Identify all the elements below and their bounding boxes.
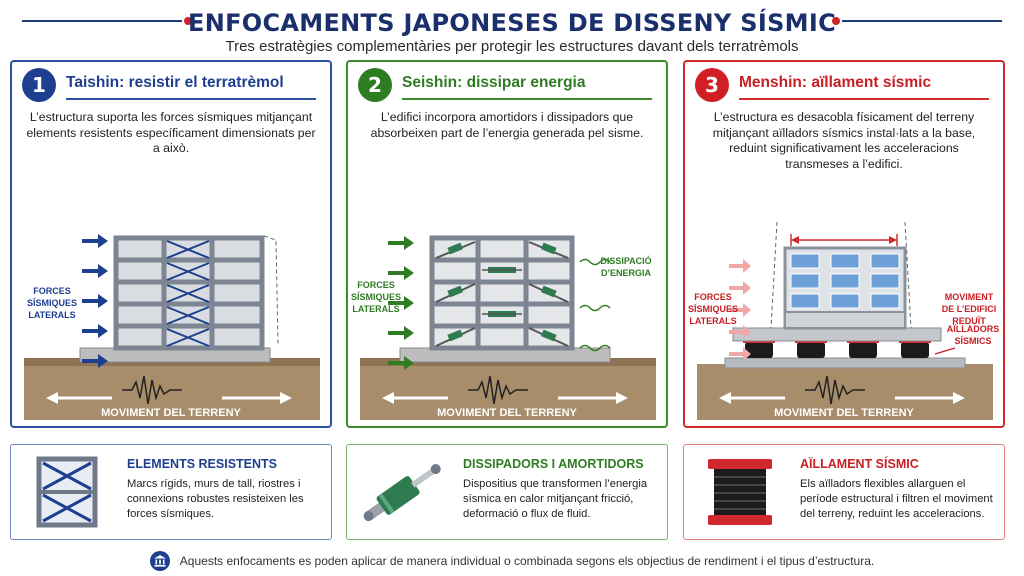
panel-taishin: 1 Taishin: resistir el terratrèmol L’est… — [10, 60, 332, 428]
isolator-bearing-icon — [708, 459, 772, 525]
page-subtitle: Tres estratègies complementàries per pro… — [225, 38, 799, 55]
isolation-base-slab — [732, 327, 942, 342]
forces-label-line-1: FORCES — [694, 292, 732, 302]
arrow-right-icon — [953, 392, 965, 404]
rigid-building-illustration: FORCES SÍSMIQUES LATERALS MOVIMENT DEL T… — [24, 234, 320, 420]
seismic-wave-icon — [122, 375, 182, 405]
forces-label-line-3: LATERALS — [689, 316, 736, 326]
panel-title: Taishin: resistir el terratrèmol — [66, 74, 284, 91]
forces-label-line-3: LATERALS — [28, 310, 75, 320]
panel-description: L’estructura suporta les forces sísmique… — [26, 110, 316, 155]
footer-note: Aquests enfocaments es poden aplicar de … — [179, 554, 875, 568]
force-arrows — [82, 234, 108, 368]
arrow-right-icon — [616, 392, 628, 404]
isolator-bearings — [743, 340, 931, 358]
dissipation-label-line-1: DISSIPACIÓ — [600, 255, 651, 266]
card-title: AÏLLAMENT SÍSMIC — [800, 457, 919, 471]
title-rule-right — [842, 20, 1002, 22]
forces-label-line-1: FORCES — [33, 286, 71, 296]
ground-soil — [24, 358, 320, 420]
isolators-pointer — [934, 347, 956, 355]
panel-description: L’estructura es desacobla físicament del… — [712, 110, 976, 171]
forces-label-line-1: FORCES — [357, 280, 395, 290]
damper-icon — [363, 464, 441, 522]
panel-number-badge: 3 — [695, 68, 729, 102]
panel-title-rule — [402, 98, 652, 100]
ground-movement-label: MOVIMENT DEL TERRENY — [437, 407, 577, 419]
card-title: DISSIPADORS I AMORTIDORS — [463, 457, 644, 471]
arrow-right-icon — [280, 392, 292, 404]
panel-title-rule — [739, 98, 989, 100]
cross-bracing — [166, 240, 210, 347]
panel-number-badge: 2 — [358, 68, 392, 102]
ground-movement-label: MOVIMENT DEL TERRENY — [101, 407, 241, 419]
panel-description: L’edifici incorpora amortidors i dissipa… — [370, 110, 644, 140]
damper-devices — [435, 241, 569, 347]
isolated-building — [783, 246, 907, 330]
title-dot-right — [832, 17, 840, 25]
isolators-label-line-1: AÏLLADORS — [947, 324, 1000, 334]
panel-menshin: 3 Menshin: aïllament sísmic L’estructura… — [683, 60, 1005, 428]
arrow-right-icon — [889, 236, 897, 244]
card-dampers: DISSIPADORS I AMORTIDORS Dispositius que… — [346, 444, 668, 540]
panel-title-rule — [66, 98, 316, 100]
panel-number-badge: 1 — [22, 68, 56, 102]
sway-outline — [263, 235, 279, 345]
forces-label-line-3: LATERALS — [352, 304, 399, 314]
isolated-building-illustration: FORCES SÍSMIQUES LATERALS MOVIMENT DE L’… — [688, 221, 1000, 420]
forces-label-line-2: SÍSMIQUES — [351, 292, 401, 302]
panel-seishin: 2 Seishin: dissipar energia L’edifici in… — [346, 60, 668, 428]
arrow-left-icon — [719, 392, 731, 404]
ground-movement-label: MOVIMENT DEL TERRENY — [774, 407, 914, 419]
page-title: ENFOCAMENTS JAPONESES DE DISSENY SÍSMIC — [188, 9, 836, 37]
card-resistant-elements: ELEMENTS RESISTENTS Marcs rígids, murs d… — [10, 444, 332, 540]
forces-label-line-2: SÍSMIQUES — [688, 304, 738, 314]
seismic-wave-icon — [468, 375, 528, 405]
movement-label-line-1: MOVIMENT — [945, 292, 994, 302]
arrow-left-icon — [382, 392, 394, 404]
sway-outline-right — [904, 221, 912, 329]
panel-title: Menshin: aïllament sísmic — [739, 74, 932, 91]
panel-title: Seishin: dissipar energia — [402, 74, 586, 91]
ground-soil — [697, 364, 993, 420]
card-text: Dispositius que transformen l’energia sí… — [463, 478, 648, 520]
arrow-left-icon — [46, 392, 58, 404]
dissipation-label-line-2: D’ENERGIA — [601, 268, 652, 278]
damped-building-illustration: FORCES SÍSMIQUES LATERALS DISSIPACIÓ D’E… — [351, 235, 656, 420]
card-title: ELEMENTS RESISTENTS — [127, 457, 278, 471]
braced-frame-icon — [36, 456, 98, 528]
seismic-wave-icon — [805, 375, 865, 405]
arrow-left-icon — [791, 236, 799, 244]
reduced-movement-indicator — [790, 234, 898, 246]
force-arrows — [388, 236, 414, 370]
movement-label-line-2: DE L’EDIFICI — [942, 304, 997, 314]
card-seismic-isolation: AÏLLAMENT SÍSMIC Els aïlladors flexibles… — [683, 444, 1005, 540]
title-rule-left — [22, 20, 182, 22]
sway-outline-left — [770, 221, 778, 329]
header: ENFOCAMENTS JAPONESES DE DISSENY SÍSMIC — [0, 6, 1024, 40]
force-arrows — [729, 259, 751, 361]
energy-wave-icon — [579, 258, 611, 352]
title-dot-left — [184, 17, 192, 25]
institution-icon — [149, 551, 170, 571]
footer: Aquests enfocaments es poden aplicar de … — [0, 550, 1024, 572]
movement-label-line-3: REDUÏT — [952, 316, 986, 326]
card-text: Marcs rígids, murs de tall, riostres i c… — [127, 478, 304, 520]
forces-label-line-2: SÍSMIQUES — [27, 298, 77, 308]
isolators-label-line-2: SÍSMICS — [954, 336, 991, 346]
ground-slab — [724, 357, 966, 369]
card-text: Els aïlladors flexibles allarguen el per… — [800, 478, 993, 520]
